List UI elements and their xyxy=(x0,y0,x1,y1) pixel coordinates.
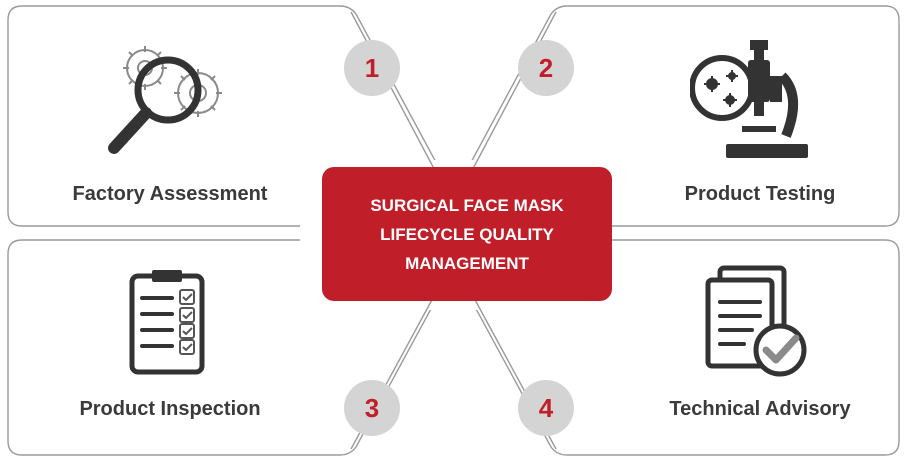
center-title-line-1: SURGICAL FACE MASK xyxy=(370,195,564,215)
center-title-box: SURGICAL FACE MASK LIFECYCLE QUALITY MAN… xyxy=(322,167,612,301)
label-factory-assessment: Factory Assessment xyxy=(72,183,268,205)
step-number-4: 4 xyxy=(518,380,574,436)
step-number-2: 2 xyxy=(518,40,574,96)
magnifier-gears-icon xyxy=(108,46,222,154)
step-number-1: 1 xyxy=(344,40,400,96)
label-product-inspection: Product Inspection xyxy=(79,398,261,420)
clipboard-checklist-icon xyxy=(129,270,205,375)
step-number-3: 3 xyxy=(344,380,400,436)
label-technical-advisory: Technical Advisory xyxy=(669,398,851,420)
center-title-line-3: MANAGEMENT xyxy=(405,253,529,273)
document-check-icon xyxy=(705,265,807,377)
center-title-line-2: LIFECYCLE QUALITY xyxy=(380,224,554,244)
microscope-icon xyxy=(690,40,808,158)
label-product-testing: Product Testing xyxy=(684,183,836,205)
